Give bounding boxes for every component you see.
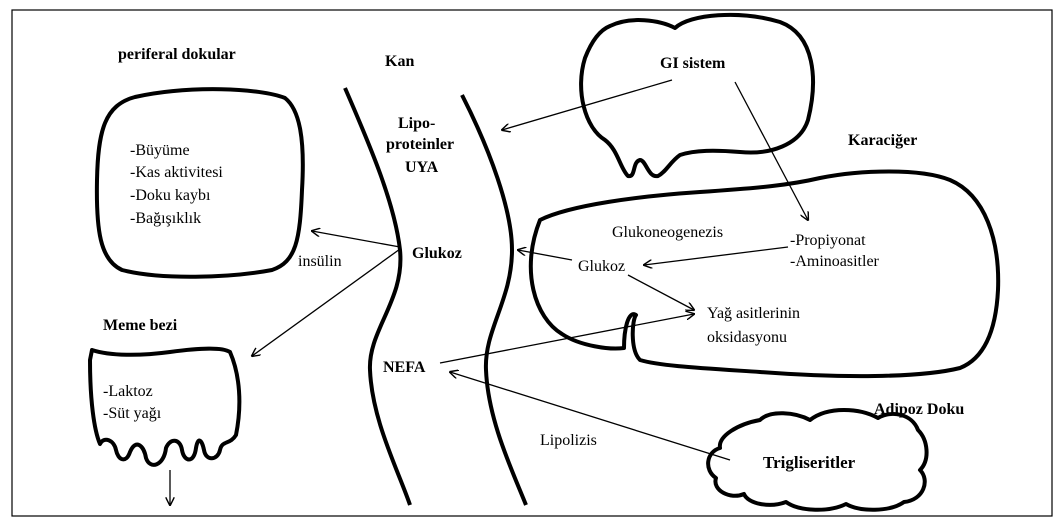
gi-system-shape [581, 15, 813, 176]
adipose-tissue-label: Adipoz Doku [874, 401, 964, 418]
lipolysis-label: Lipolizis [540, 432, 597, 449]
peripheral-item: -Bağışıklık [130, 210, 201, 227]
fatty-acid-oxidation-line2: oksidasyonu [707, 329, 787, 346]
peripheral-tissue-shape [97, 89, 303, 277]
peripheral-tissues-label: periferal dokular [118, 46, 236, 63]
uya-label: UYA [405, 159, 439, 176]
gi-system-label: GI sistem [660, 55, 726, 72]
peripheral-item: -Kas aktivitesi [130, 164, 223, 181]
mammary-gland-label: Meme bezi [103, 317, 178, 334]
lipoproteins-label-line1: Lipo- [398, 115, 435, 132]
triglycerides-label: Trigliseritler [763, 453, 856, 472]
liver-glucose-label: Glukoz [578, 258, 625, 275]
mammary-item: -Süt yağı [103, 405, 162, 422]
fatty-acid-oxidation-line1: Yağ asitlerinin [707, 305, 800, 322]
arrow-liver-glucose-to-blood [518, 250, 572, 260]
peripheral-item: -Doku kaybı [130, 187, 211, 204]
arrow-precursors-to-glucose [644, 247, 788, 265]
arrow-glucose-to-oxidation [628, 275, 694, 310]
lipoproteins-label-line2: proteinler [386, 136, 454, 153]
blood-glucose-label: Glukoz [412, 245, 462, 262]
arrow-nefa-to-oxidation [440, 314, 694, 363]
peripheral-item: -Büyüme [130, 142, 190, 159]
insulin-label: insülin [298, 253, 342, 270]
liver-label: Karaciğer [848, 132, 917, 149]
arrow-gi-to-lipoproteins [502, 80, 672, 130]
nefa-label: NEFA [383, 359, 426, 376]
amino-acids-label: -Aminoasitler [790, 253, 880, 270]
propionate-label: -Propiyonat [790, 232, 866, 249]
blood-vessel-right-wall [462, 95, 526, 505]
mammary-item: -Laktoz [103, 383, 153, 400]
gluconeogenesis-label: Glukoneogenezis [612, 224, 723, 241]
blood-label: Kan [385, 53, 414, 70]
arrow-glucose-to-peripheral [312, 231, 400, 247]
